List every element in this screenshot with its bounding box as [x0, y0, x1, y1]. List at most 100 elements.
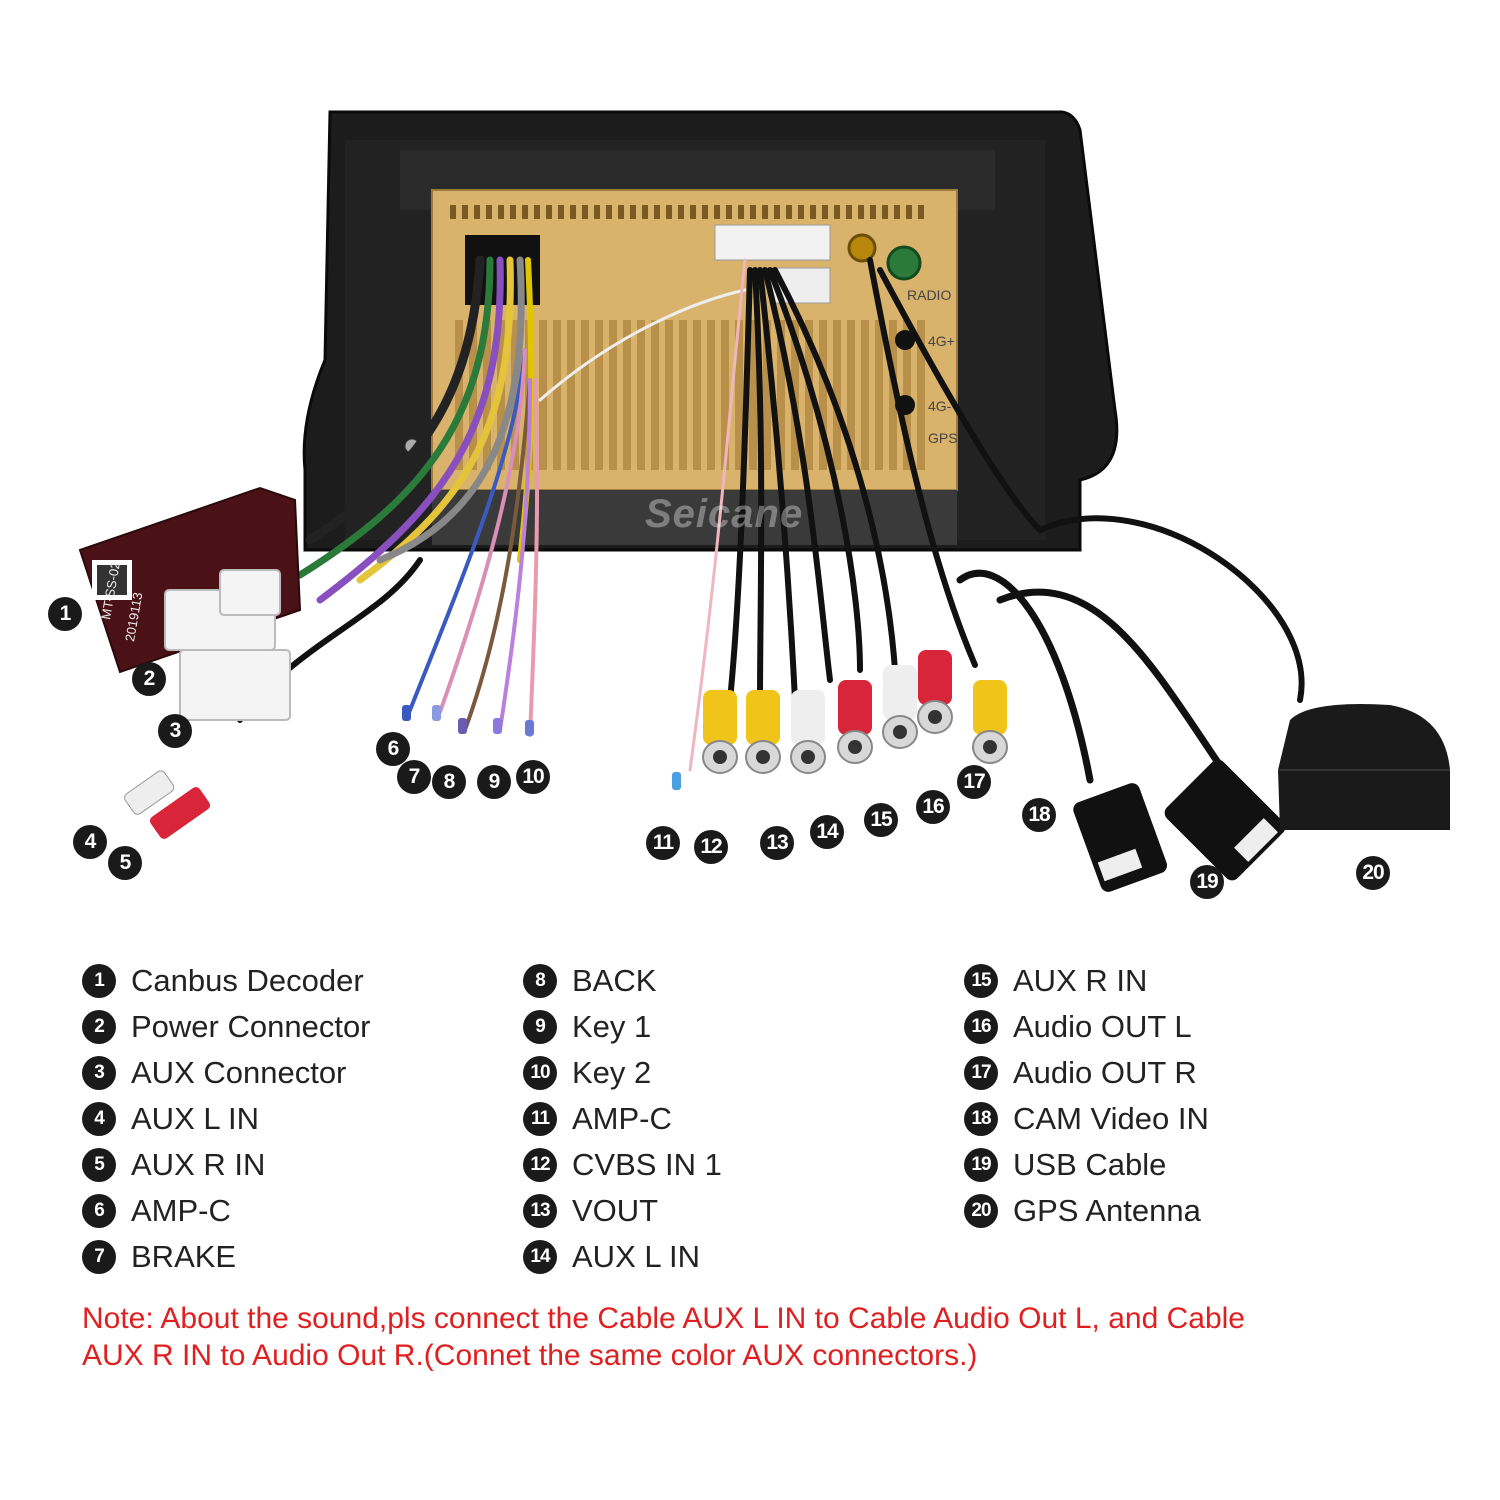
port-label-gps: GPS: [928, 430, 958, 446]
callout-19: 19: [1190, 865, 1224, 899]
vent-slot: [637, 320, 645, 470]
legend-number-badge: 1: [82, 964, 116, 998]
aux-rca-plugs: [124, 770, 211, 839]
legend-label: BRAKE: [131, 1239, 237, 1274]
rca-socket-hole: [983, 740, 997, 754]
legend-label: AUX L IN: [131, 1101, 260, 1136]
callout-12: 12: [694, 830, 728, 864]
vent-slot: [623, 320, 631, 470]
legend-number-badge: 9: [523, 1010, 557, 1044]
vent-slot: [762, 205, 768, 219]
callout-1: 1: [48, 597, 82, 631]
legend-label: Power Connector: [131, 1009, 371, 1044]
brand-watermark: Seicane: [645, 492, 804, 536]
usb-cable-ends: [1073, 759, 1286, 892]
vent-slot: [462, 205, 468, 219]
vent-slot: [606, 205, 612, 219]
callout-10: 10: [516, 760, 550, 794]
vent-slot: [522, 205, 528, 219]
vent-slot: [798, 205, 804, 219]
callout-3: 3: [158, 714, 192, 748]
port-label-4g-minus: 4G-: [928, 398, 952, 414]
vent-slot: [861, 320, 869, 470]
legend-number-badge: 7: [82, 1240, 116, 1274]
vent-slot: [906, 205, 912, 219]
callout-5: 5: [108, 846, 142, 880]
vent-slot: [774, 205, 780, 219]
rca-socket-body: [838, 680, 872, 735]
legend-number-badge: 6: [82, 1194, 116, 1228]
callout-14: 14: [810, 815, 844, 849]
vent-slot: [567, 320, 575, 470]
legend-label: BACK: [572, 963, 657, 998]
legend-label: Key 2: [572, 1055, 652, 1090]
legend-number-badge: 5: [82, 1148, 116, 1182]
vent-slot: [834, 205, 840, 219]
vent-slot: [630, 205, 636, 219]
rca-socket-body: [791, 690, 825, 745]
legend-number-badge: 11: [523, 1102, 557, 1136]
vent-slot: [455, 320, 463, 470]
radio-port-icon: [886, 245, 922, 281]
legend-label: AMP-C: [131, 1193, 231, 1228]
vent-slot: [810, 205, 816, 219]
callout-9: 9: [477, 765, 511, 799]
callout-20: 20: [1356, 856, 1390, 890]
vent-slot: [679, 320, 687, 470]
rca-socket-body: [746, 690, 780, 745]
vent-slot: [539, 320, 547, 470]
vent-slot: [903, 320, 911, 470]
callout-4: 4: [73, 825, 107, 859]
vent-slot: [498, 205, 504, 219]
legend-number-badge: 3: [82, 1056, 116, 1090]
port-label-radio: RADIO: [907, 287, 952, 303]
vent-slot: [763, 320, 771, 470]
vent-slot: [726, 205, 732, 219]
callout-13: 13: [760, 826, 794, 860]
callout-15: 15: [864, 803, 898, 837]
legend-label: Audio OUT L: [1013, 1009, 1192, 1044]
callout-2: 2: [132, 662, 166, 696]
vent-slot: [693, 320, 701, 470]
vent-slot: [609, 320, 617, 470]
vent-slot: [822, 205, 828, 219]
head-unit: [302, 110, 1119, 552]
legend-number-badge: 4: [82, 1102, 116, 1136]
vent-slot: [581, 320, 589, 470]
vent-slot: [558, 205, 564, 219]
rca-socket-hole: [848, 740, 862, 754]
legend-label: AUX L IN: [572, 1239, 701, 1274]
rca-socket-body: [973, 680, 1007, 735]
legend-number-badge: 14: [523, 1240, 557, 1274]
legend-label: CVBS IN 1: [572, 1147, 722, 1182]
vent-slot: [546, 205, 552, 219]
rca-socket-body: [883, 665, 917, 720]
callout-16: 16: [916, 790, 950, 824]
vent-slot: [777, 320, 785, 470]
wire-harness: [237, 255, 1305, 784]
vent-slot: [678, 205, 684, 219]
legend-label: AUX R IN: [131, 1147, 266, 1182]
legend-number-badge: 16: [964, 1010, 998, 1044]
legend-number-badge: 15: [964, 964, 998, 998]
vent-slot: [690, 205, 696, 219]
legend-label: USB Cable: [1013, 1147, 1167, 1182]
legend-label: VOUT: [572, 1193, 659, 1228]
rca-socket-hole: [893, 725, 907, 739]
vent-slot: [894, 205, 900, 219]
callout-18: 18: [1022, 798, 1056, 832]
multi-pin-connector: [714, 224, 831, 261]
vent-slot: [510, 205, 516, 219]
legend-item: 14 AUX L IN: [523, 1234, 722, 1280]
rca-socket-hole: [713, 750, 727, 764]
